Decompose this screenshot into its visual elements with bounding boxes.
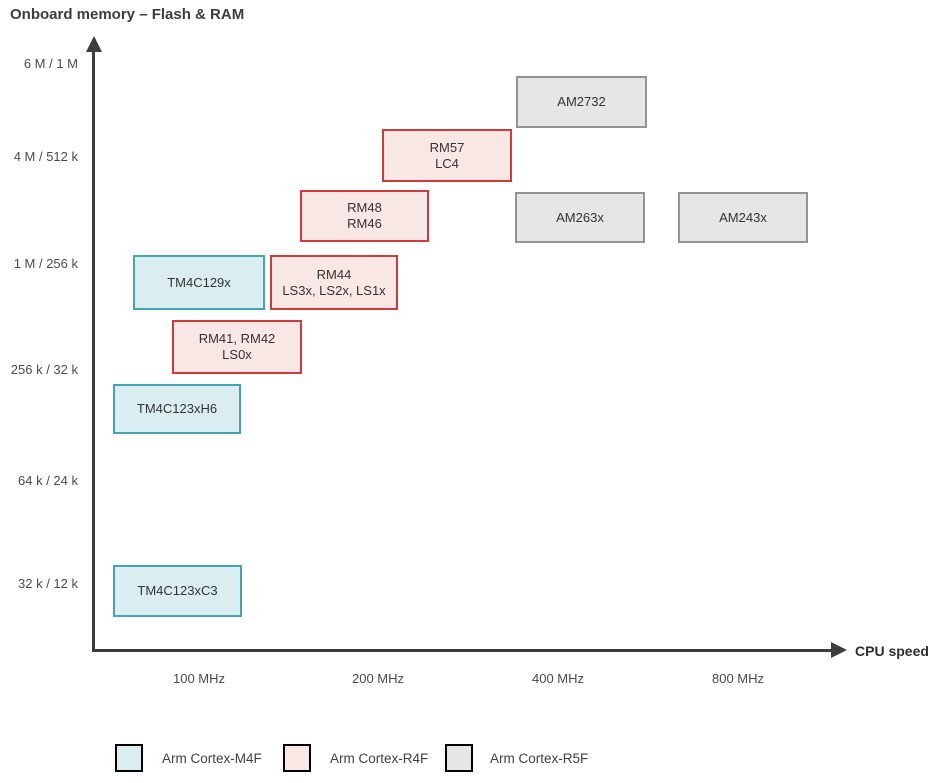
x-tick-label: 100 MHz	[172, 671, 226, 686]
chip-label: TM4C123xC3	[137, 583, 218, 598]
x-tick-label: 800 MHz	[711, 671, 765, 686]
chip-label: RM48	[347, 200, 382, 215]
chip-sublabel: RM46	[347, 216, 382, 231]
chip-sublabel: LS0x	[222, 347, 252, 362]
legend-label-cortex-r4f: Arm Cortex-R4F	[330, 751, 429, 766]
chart-title: Onboard memory – Flash & RAM	[10, 6, 245, 23]
chip-box-rm41-rm42-ls0x: RM41, RM42 LS0x	[172, 320, 302, 374]
chip-sublabel: LC4	[435, 155, 459, 171]
y-tick-label: 4 M / 512 k	[13, 149, 78, 164]
y-axis-arrow-icon	[86, 36, 102, 52]
x-axis-arrow-icon	[831, 642, 847, 658]
x-tick-label: 400 MHz	[531, 671, 585, 686]
y-tick-label: 32 k / 12 k	[18, 576, 78, 591]
chip-box-am263x: AM263x	[515, 192, 645, 243]
y-axis-line	[92, 50, 95, 651]
chip-label: RM57	[429, 139, 465, 155]
x-axis-title: CPU speed	[855, 643, 929, 659]
y-tick-label: 256 k / 32 k	[10, 362, 78, 377]
legend-swatch-cortex-m4f	[115, 744, 143, 772]
chip-label: TM4C123xH6	[136, 401, 218, 416]
chip-box-am243x: AM243x	[678, 192, 808, 243]
y-tick-label: 1 M / 256 k	[13, 256, 78, 271]
chip-label: AM263x	[556, 209, 604, 225]
chip-label: RM44	[316, 266, 352, 282]
chip-box-tm4c123xh6: TM4C123xH6	[113, 384, 241, 434]
legend-label-cortex-r5f: Arm Cortex-R5F	[490, 751, 589, 766]
x-axis-line	[92, 649, 832, 652]
chip-box-rm57-lc4: RM57 LC4	[382, 129, 512, 182]
chip-box-rm48-rm46: RM48 RM46	[300, 190, 429, 242]
chip-box-rm44-ls: RM44 LS3x, LS2x, LS1x	[270, 255, 398, 310]
chip-label: AM2732	[557, 94, 606, 109]
legend-swatch-cortex-r5f	[445, 744, 473, 772]
chip-box-am2732: AM2732	[516, 76, 647, 128]
y-tick-label: 6 M / 1 M	[23, 56, 78, 71]
legend-swatch-cortex-r4f	[283, 744, 311, 772]
chip-label: RM41, RM42	[198, 331, 276, 346]
x-tick-label: 200 MHz	[351, 671, 405, 686]
legend-label-cortex-m4f: Arm Cortex-M4F	[162, 751, 262, 766]
chip-sublabel: LS3x, LS2x, LS1x	[282, 282, 386, 298]
chip-box-tm4c129x: TM4C129x	[133, 255, 265, 310]
chip-label: AM243x	[719, 209, 767, 225]
chip-label: TM4C129x	[167, 274, 231, 290]
y-tick-label: 64 k / 24 k	[18, 473, 78, 488]
chip-box-tm4c123xc3: TM4C123xC3	[113, 565, 242, 617]
